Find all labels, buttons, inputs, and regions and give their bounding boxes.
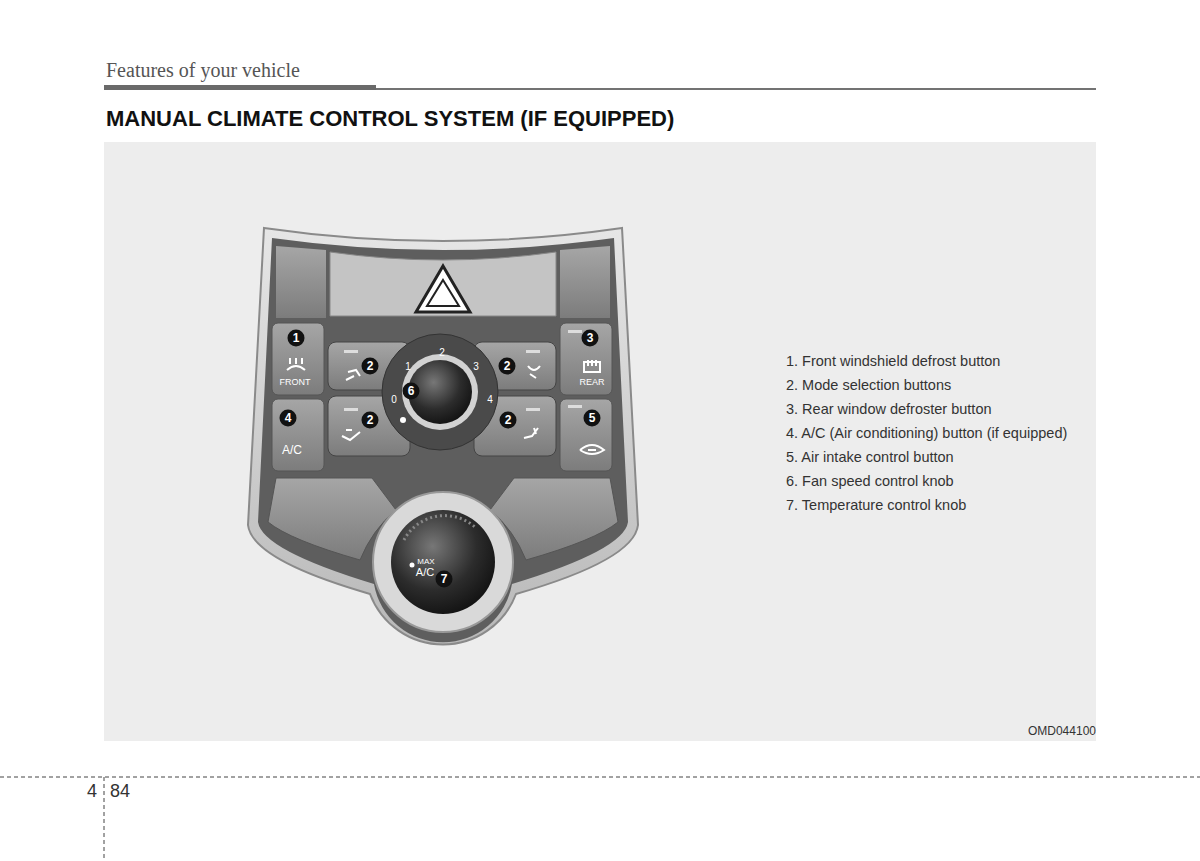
indicator-light	[526, 408, 540, 411]
fan-speed-number: 3	[473, 361, 479, 372]
temperature-knob	[391, 510, 495, 614]
legend-item: 4. A/C (Air conditioning) button (if equ…	[786, 426, 1067, 442]
header-rule	[376, 88, 1096, 90]
fan-speed-number: 1	[405, 361, 411, 372]
button-label: REAR	[579, 378, 604, 388]
temp-knob-ring	[373, 492, 513, 632]
callout-number: 1	[288, 330, 305, 347]
callout-number: 7	[436, 571, 453, 588]
side-strip	[560, 246, 610, 318]
page-title: MANUAL CLIMATE CONTROL SYSTEM (IF EQUIPP…	[106, 106, 674, 132]
callout-number: 2	[499, 358, 516, 375]
fan-speed-number: 4	[487, 394, 493, 405]
figure-panel	[104, 142, 1096, 741]
page-number: 84	[110, 782, 130, 802]
hazard-button	[330, 252, 556, 316]
indicator-light	[344, 408, 358, 411]
legend-item: 2. Mode selection buttons	[786, 378, 951, 394]
temp-dot	[410, 563, 415, 568]
indicator-light	[526, 350, 540, 353]
callout-number: 3	[582, 330, 599, 347]
side-strip	[276, 246, 326, 318]
fan-symbol	[400, 417, 406, 423]
callout-number: 2	[362, 412, 379, 429]
indicator-light	[568, 330, 582, 333]
callout-number: 5	[584, 410, 601, 427]
header-bar	[104, 85, 376, 90]
knob-label: A/C	[416, 566, 434, 578]
front-defrost-button	[272, 323, 324, 395]
fan-knob-base	[382, 334, 498, 450]
temp-scale	[404, 516, 476, 540]
legend-item: 5. Air intake control button	[786, 450, 954, 466]
chapter-number: 4	[87, 782, 97, 802]
footer-rule	[0, 777, 1200, 778]
legend-item: 3. Rear window defroster button	[786, 402, 992, 418]
knob-label: MAX	[417, 558, 434, 567]
button-label: FRONT	[280, 378, 311, 388]
callout-number: 2	[362, 358, 379, 375]
fan-speed-number: 0	[391, 394, 397, 405]
legend-item: 7. Temperature control knob	[786, 498, 966, 514]
callout-number: 6	[403, 383, 420, 400]
fan-speed-number: 2	[439, 347, 445, 358]
rear-defrost-button	[560, 323, 612, 395]
indicator-light	[568, 405, 582, 408]
callout-number: 4	[280, 410, 297, 427]
callout-number: 2	[500, 412, 517, 429]
ac-button	[272, 399, 324, 471]
footer-divider	[104, 777, 105, 861]
button-label: A/C	[282, 444, 302, 457]
section-header: Features of your vehicle	[106, 59, 300, 81]
panel-inner	[258, 238, 628, 642]
hazard-symbol	[416, 266, 470, 312]
panel-shell	[248, 228, 638, 645]
legend-item: 6. Fan speed control knob	[786, 474, 954, 490]
legend-item: 1. Front windshield defrost button	[786, 354, 1000, 370]
indicator-light	[344, 350, 358, 353]
air-intake-button	[560, 399, 612, 471]
hazard-symbol-inner	[427, 280, 459, 306]
figure-code: OMD044100	[1028, 725, 1096, 738]
fan-knob-ring	[402, 354, 478, 430]
